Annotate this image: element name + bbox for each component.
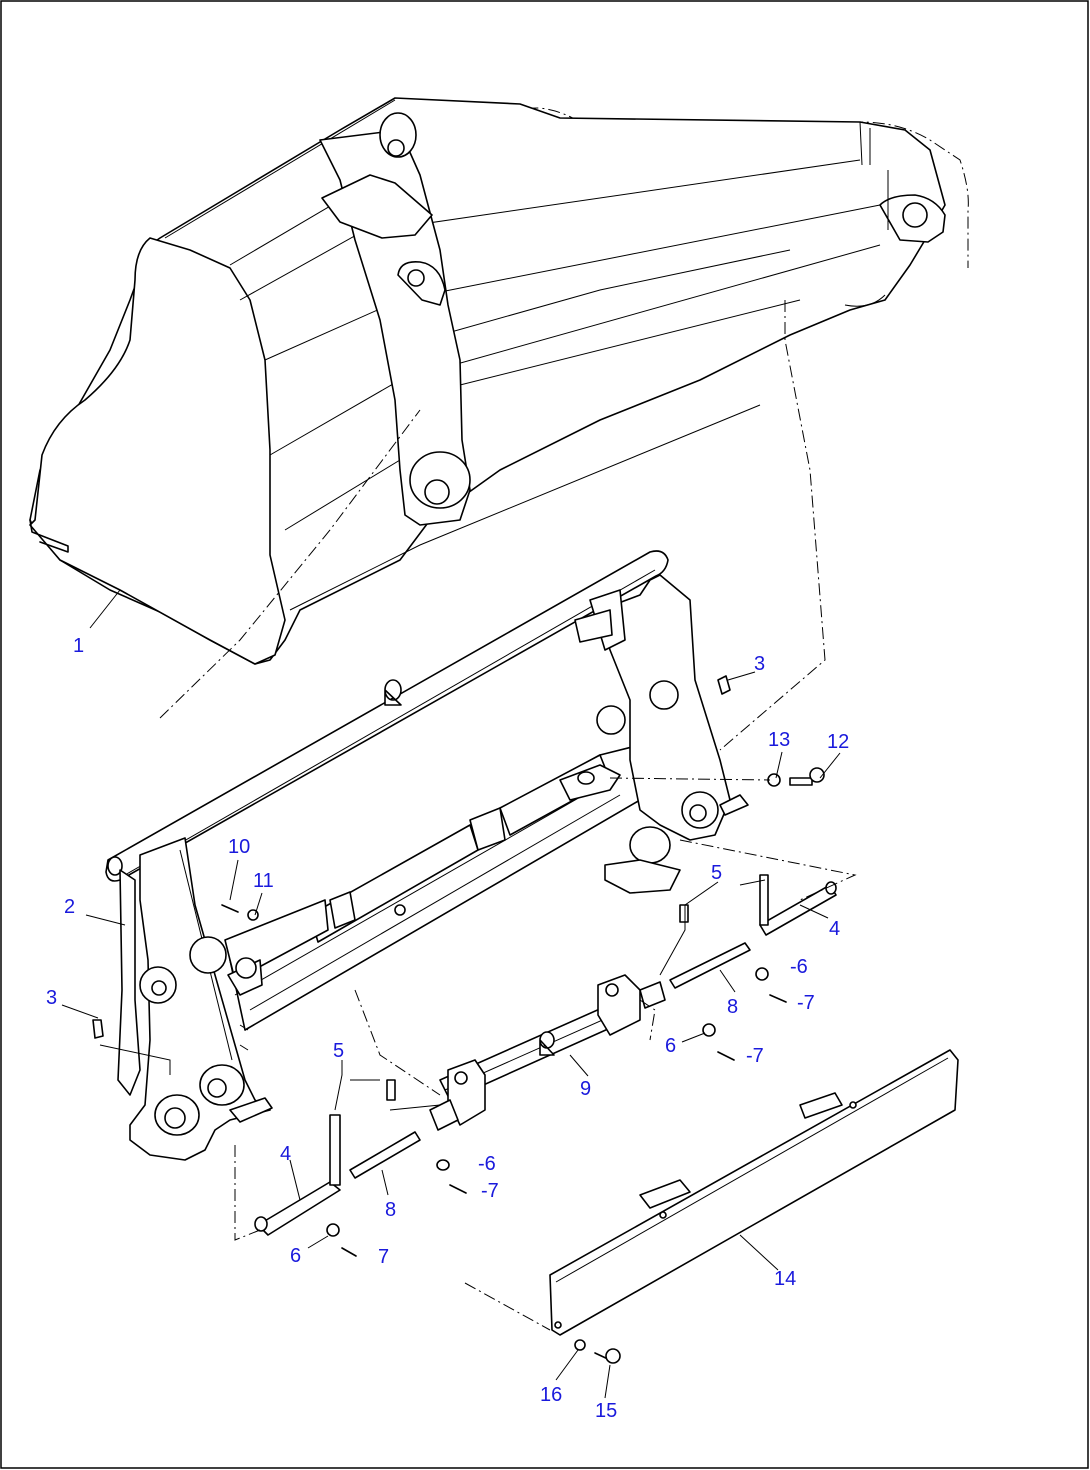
callout-6-middle: 6 [665, 1035, 676, 1057]
callout-3-right: 3 [754, 653, 765, 675]
coupler-frame [105, 550, 749, 1161]
callout-14: 14 [774, 1268, 796, 1290]
callout-9: 9 [580, 1078, 591, 1100]
assembly-lines [159, 300, 857, 1331]
callout-10: 10 [228, 836, 250, 858]
callout-4-right: 4 [829, 918, 840, 940]
callout-5-left: 5 [333, 1040, 344, 1062]
hardware [92, 675, 837, 1364]
callout-11: 11 [253, 870, 274, 892]
callout-16: 16 [540, 1384, 562, 1406]
callout-3-left: 3 [46, 987, 57, 1009]
cover-plate [549, 1049, 959, 1336]
callout-numbers: 1 2 3 3 4 4 5 5 6 6 -6 -6 7 -7 -7 -7 8 8… [46, 635, 849, 1422]
callout-7-right-dash: -7 [797, 992, 815, 1014]
leader-lines [61, 589, 841, 1399]
callout-6-bottom: 6 [290, 1245, 301, 1267]
callout-4-left: 4 [280, 1143, 291, 1165]
callout-12: 12 [827, 731, 849, 753]
callout-7-bottom: 7 [378, 1246, 389, 1268]
callout-13: 13 [768, 729, 790, 751]
callout-8-left: 8 [385, 1199, 396, 1221]
bucket [29, 97, 969, 665]
callout-2: 2 [64, 896, 75, 918]
callout-1: 1 [73, 635, 84, 657]
callout-6-right-dash: -6 [790, 956, 808, 978]
callout-5-right: 5 [711, 862, 722, 884]
callout-7-middle-dash: -7 [746, 1045, 764, 1067]
callout-8-right: 8 [727, 996, 738, 1018]
callout-6-left-dash: -6 [478, 1153, 496, 1175]
callout-15: 15 [595, 1400, 617, 1422]
callout-7-left-dash: -7 [481, 1180, 499, 1202]
lock-shaft [429, 974, 666, 1131]
